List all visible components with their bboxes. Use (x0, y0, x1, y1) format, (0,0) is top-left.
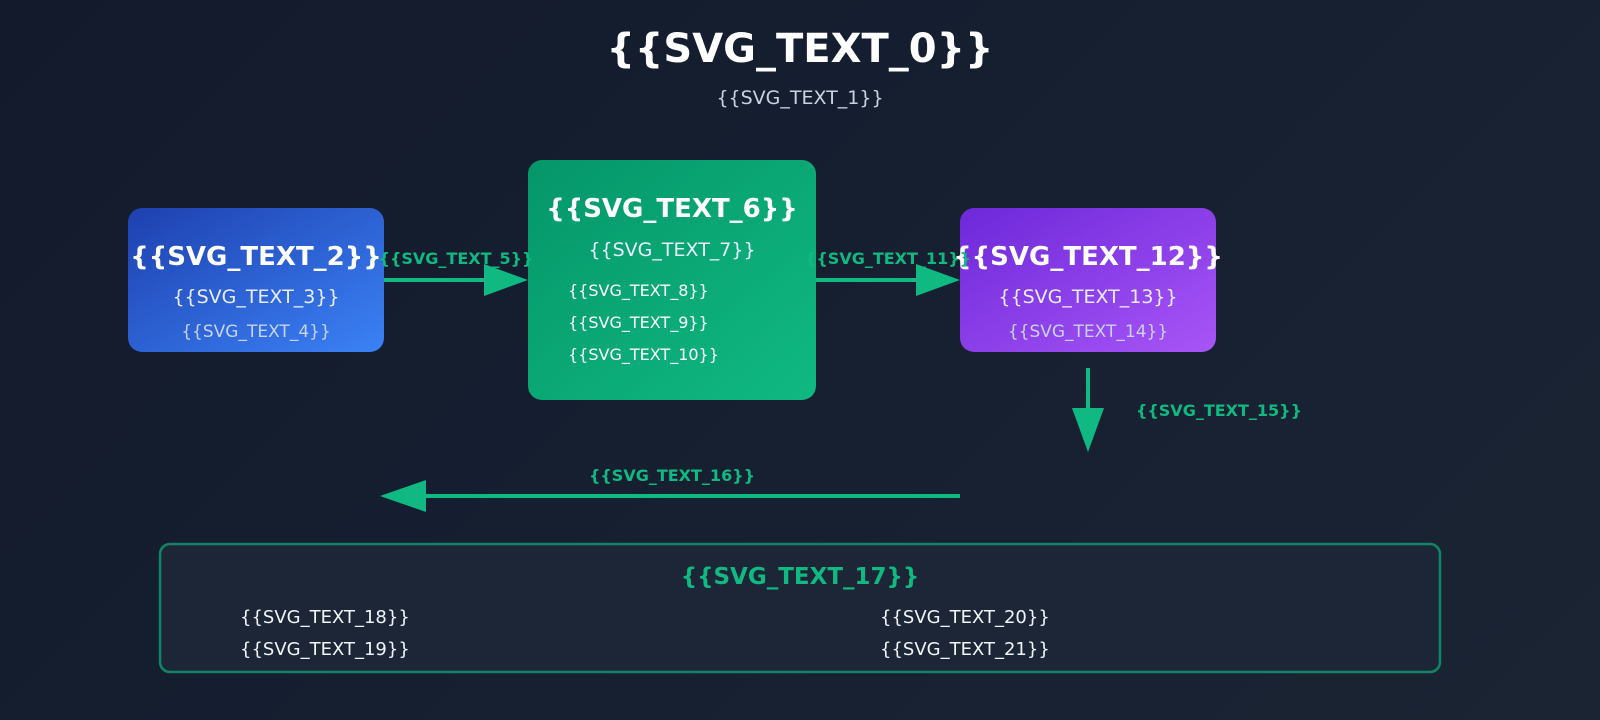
node-left-box (128, 208, 384, 352)
edge-return-left-label: {{SVG_TEXT_16}} (589, 466, 755, 485)
node-right-box (960, 208, 1216, 352)
edge-right-down-label: {{SVG_TEXT_15}} (1136, 401, 1302, 420)
diagram-subtitle: {{SVG_TEXT_1}} (716, 87, 883, 109)
legend-item: {{SVG_TEXT_20}} (880, 607, 1050, 628)
edge-right-down: {{SVG_TEXT_15}} (1072, 368, 1302, 452)
arrow-left-icon (380, 480, 426, 512)
legend-box (158, 542, 1442, 674)
node-center: {{SVG_TEXT_6}} {{SVG_TEXT_7}} {{SVG_TEXT… (528, 160, 816, 400)
arrow-right-icon (916, 264, 960, 296)
node-left-line2: {{SVG_TEXT_4}} (181, 322, 331, 342)
arrow-right-icon (484, 264, 528, 296)
legend-panel: {{SVG_TEXT_17}} {{SVG_TEXT_18}} {{SVG_TE… (158, 542, 1442, 674)
node-left-title: {{SVG_TEXT_2}} (130, 242, 382, 272)
diagram-title: {{SVG_TEXT_0}} (606, 26, 993, 72)
node-center-item: {{SVG_TEXT_10}} (568, 345, 719, 365)
node-center-item: {{SVG_TEXT_9}} (568, 313, 709, 333)
legend-item: {{SVG_TEXT_19}} (240, 639, 410, 660)
node-center-box (528, 160, 816, 400)
node-right: {{SVG_TEXT_12}} {{SVG_TEXT_13}} {{SVG_TE… (953, 208, 1223, 352)
edge-return-left: {{SVG_TEXT_16}} (380, 466, 960, 512)
arrow-down-icon (1072, 408, 1104, 452)
legend-item: {{SVG_TEXT_18}} (240, 607, 410, 628)
node-center-subtitle: {{SVG_TEXT_7}} (588, 239, 755, 261)
edge-left-to-center-label: {{SVG_TEXT_5}} (379, 249, 534, 268)
edge-left-to-center: {{SVG_TEXT_5}} (379, 249, 534, 296)
legend-title: {{SVG_TEXT_17}} (681, 564, 920, 590)
node-right-line2: {{SVG_TEXT_14}} (1008, 322, 1168, 342)
edge-center-to-right-label: {{SVG_TEXT_11}} (805, 249, 971, 268)
node-right-title: {{SVG_TEXT_12}} (953, 242, 1223, 272)
node-left-line1: {{SVG_TEXT_3}} (172, 286, 339, 308)
edge-center-to-right: {{SVG_TEXT_11}} (805, 249, 971, 296)
node-right-line1: {{SVG_TEXT_13}} (998, 286, 1177, 308)
legend-item: {{SVG_TEXT_21}} (880, 639, 1050, 660)
node-center-item: {{SVG_TEXT_8}} (568, 281, 709, 301)
node-left: {{SVG_TEXT_2}} {{SVG_TEXT_3}} {{SVG_TEXT… (128, 208, 384, 352)
node-center-title: {{SVG_TEXT_6}} (546, 194, 798, 224)
